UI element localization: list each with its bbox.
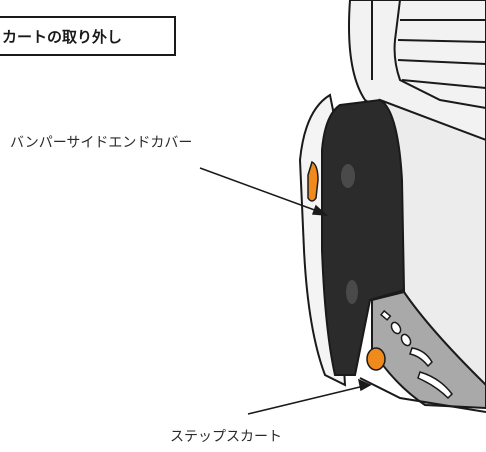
section-title: カートの取り外し — [0, 16, 176, 56]
cover-hole-top — [341, 164, 355, 188]
grille — [371, 0, 486, 109]
bottom-edge — [359, 377, 486, 413]
bumper-side-end-cover-label: バンパーサイドエンドカバー — [10, 135, 193, 151]
step-skirt-slots — [379, 309, 453, 400]
cover-hole-bottom — [346, 280, 358, 304]
leader-bumper-side-end-cover — [199, 167, 329, 216]
step-orange-reflector — [366, 347, 386, 371]
orange-reflector — [307, 160, 319, 202]
leader-step-skirt — [247, 378, 372, 415]
step-skirt-label: ステップスカート — [170, 429, 282, 445]
